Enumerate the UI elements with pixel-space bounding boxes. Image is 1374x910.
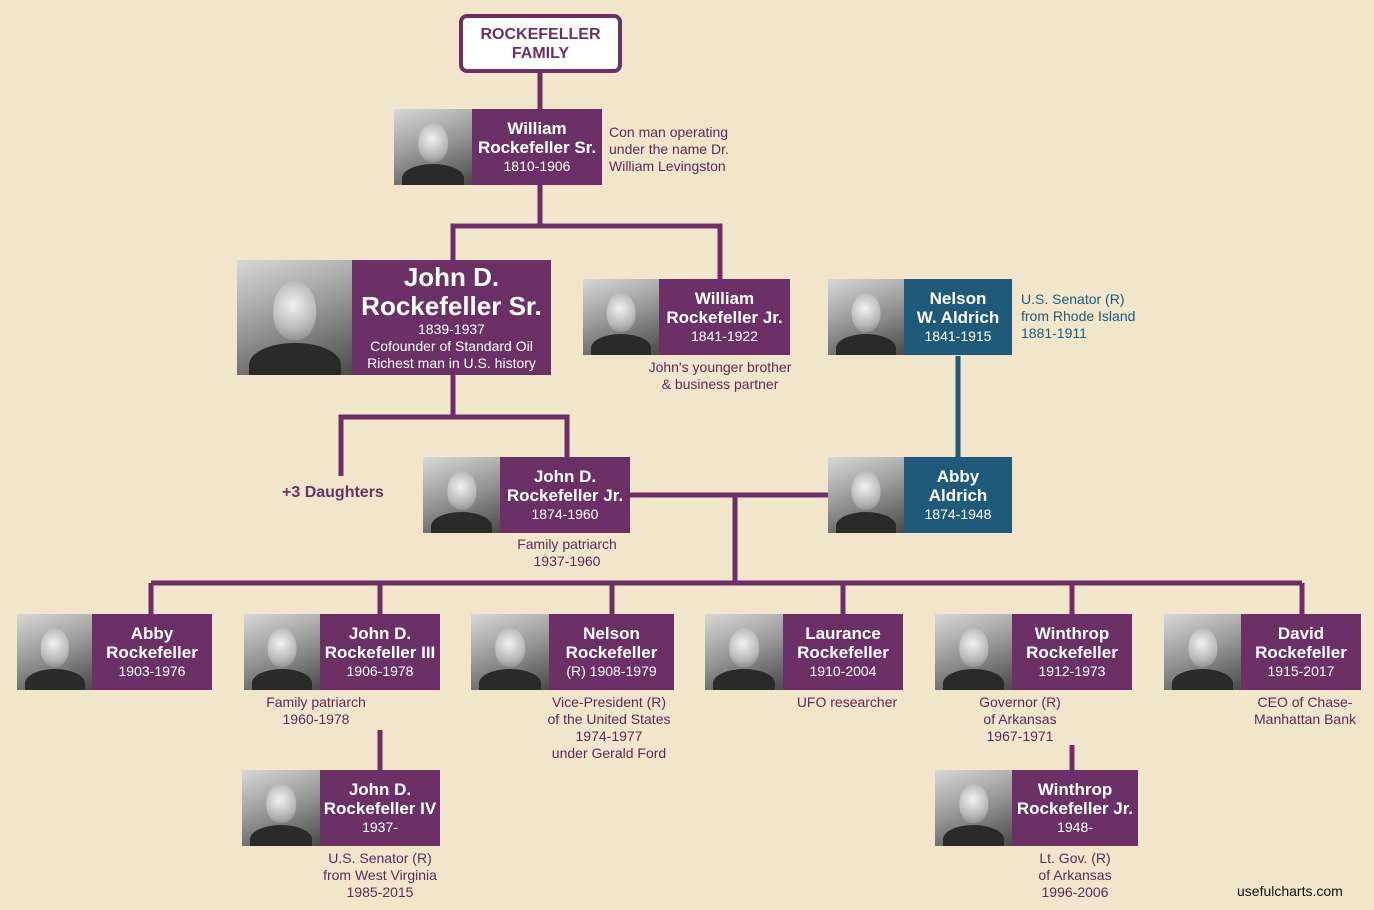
person-name: Abby (130, 624, 174, 643)
link-john-sr-john-jr (453, 414, 570, 459)
note-john-iv: U.S. Senator (R) from West Virginia 1985… (323, 850, 437, 900)
person-name: Rockefeller (797, 643, 889, 662)
portrait-photo (583, 279, 659, 355)
daughters-label: +3 Daughters (282, 484, 384, 501)
person-dates: 1906-1978 (346, 663, 414, 679)
person-dates: 1948- (1057, 819, 1093, 835)
note-nelson: Vice-President (R) of the United States … (547, 694, 671, 761)
link-william-sr-john-sr (450, 185, 543, 262)
person-name: W. Aldrich (916, 308, 1000, 327)
person-dates: 1841-1915 (924, 328, 992, 344)
person-name: John D. (348, 780, 412, 799)
link-john-sr-daughters (338, 374, 456, 476)
person-dates: (R) 1908-1979 (566, 663, 657, 679)
person-dates: 1874-1948 (924, 506, 992, 522)
card-nelson-rockefeller: Nelson Rockefeller (R) 1908-1979 (471, 614, 674, 690)
card-winthrop-rockefeller: Winthrop Rockefeller 1912-1973 (935, 614, 1132, 690)
card-william-rockefeller-sr: William Rockefeller Sr. 1810-1906 (394, 109, 602, 185)
card-john-d-rockefeller-jr: John D. Rockefeller Jr. 1874-1960 (423, 457, 630, 533)
title-line-1: ROCKEFELLER (480, 25, 601, 43)
person-dates: 1915-2017 (1267, 663, 1335, 679)
card-laurance-rockefeller: Laurance Rockefeller 1910-2004 (705, 614, 903, 690)
person-name: William (694, 289, 755, 308)
credit-text: usefulcharts.com (1237, 883, 1343, 899)
card-william-rockefeller-jr: William Rockefeller Jr. 1841-1922 (583, 279, 790, 355)
portrait-photo (242, 770, 320, 846)
person-dates: 1839-1937 (418, 321, 485, 337)
person-dates: 1912-1973 (1038, 663, 1106, 679)
portrait-photo (244, 614, 320, 690)
card-john-d-rockefeller-iii: John D. Rockefeller III 1906-1978 (244, 614, 440, 690)
person-dates: 1903-1976 (118, 663, 186, 679)
portrait-photo (828, 279, 904, 355)
link-william-sr-william-jr (540, 223, 723, 281)
person-name: John D. (533, 467, 597, 486)
person-extra: Cofounder of Standard Oil (370, 338, 533, 354)
title-line-2: FAMILY (511, 44, 570, 62)
card-abby-aldrich: Abby Aldrich 1874-1948 (828, 457, 1012, 533)
person-extra: Richest man in U.S. history (367, 355, 536, 371)
note-winthrop-jr: Lt. Gov. (R) of Arkansas 1996-2006 (1038, 850, 1112, 900)
person-name: Rockefeller (565, 643, 658, 662)
portrait-photo (471, 614, 549, 690)
card-david-rockefeller: David Rockefeller 1915-2017 (1164, 614, 1361, 690)
portrait-photo (705, 614, 783, 690)
note-william-sr: Con man operating under the name Dr. Wil… (609, 124, 729, 174)
person-name: Rockefeller IV (323, 799, 437, 818)
card-abby-rockefeller: Abby Rockefeller 1903-1976 (17, 614, 212, 690)
portrait-photo (828, 457, 904, 533)
person-name: John D. (403, 262, 500, 292)
portrait-photo (935, 770, 1012, 846)
person-name: Aldrich (928, 486, 988, 505)
card-john-d-rockefeller-iv: John D. Rockefeller IV 1937- (242, 770, 440, 846)
person-name: Rockefeller Jr. (666, 308, 783, 327)
note-winthrop: Governor (R) of Arkansas 1967-1971 (979, 694, 1061, 744)
person-name: Laurance (805, 624, 881, 643)
person-name: Winthrop (1037, 780, 1113, 799)
portrait-photo (935, 614, 1012, 690)
note-nelson-aldrich: U.S. Senator (R) from Rhode Island 1881-… (1021, 291, 1136, 341)
portrait-photo (237, 260, 352, 375)
card-nelson-w-aldrich: Nelson W. Aldrich 1841-1915 (828, 279, 1012, 355)
person-name: Winthrop (1034, 624, 1110, 643)
person-name: Nelson (929, 289, 987, 308)
person-dates: 1810-1906 (503, 158, 571, 174)
card-john-d-rockefeller-sr: John D. Rockefeller Sr. 1839-1937 Cofoun… (237, 260, 551, 375)
person-name: David (1277, 624, 1325, 643)
note-john-jr: Family patriarch 1937-1960 (517, 536, 617, 569)
person-name: Rockefeller Sr. (477, 138, 597, 157)
portrait-photo (17, 614, 92, 690)
person-name: Abby (936, 467, 980, 486)
person-dates: 1910-2004 (809, 663, 877, 679)
person-name: Rockefeller III (324, 643, 436, 662)
person-name: Nelson (583, 624, 640, 643)
portrait-photo (423, 457, 500, 533)
note-laurance: UFO researcher (796, 694, 898, 710)
person-name: Rockefeller Jr. (1016, 799, 1134, 818)
person-dates: 1841-1922 (691, 328, 758, 344)
family-title-box: ROCKEFELLER FAMILY (459, 14, 622, 73)
person-dates: 1937- (362, 819, 398, 835)
person-name: Rockefeller (1026, 643, 1118, 662)
person-name: Rockefeller (106, 643, 198, 662)
person-name: Rockefeller Jr. (506, 486, 624, 505)
note-john-iii: Family patriarch 1960-1978 (266, 694, 366, 727)
note-william-jr: John's younger brother & business partne… (648, 359, 792, 392)
portrait-photo (1164, 614, 1241, 690)
note-david: CEO of Chase- Manhattan Bank (1254, 694, 1356, 727)
person-name: John D. (348, 624, 412, 643)
person-name: Rockefeller (1255, 643, 1347, 662)
person-dates: 1874-1960 (531, 506, 599, 522)
card-winthrop-rockefeller-jr: Winthrop Rockefeller Jr. 1948- (935, 770, 1138, 846)
portrait-photo (394, 109, 472, 185)
person-name: Rockefeller Sr. (361, 291, 542, 321)
person-name: William (507, 119, 567, 138)
